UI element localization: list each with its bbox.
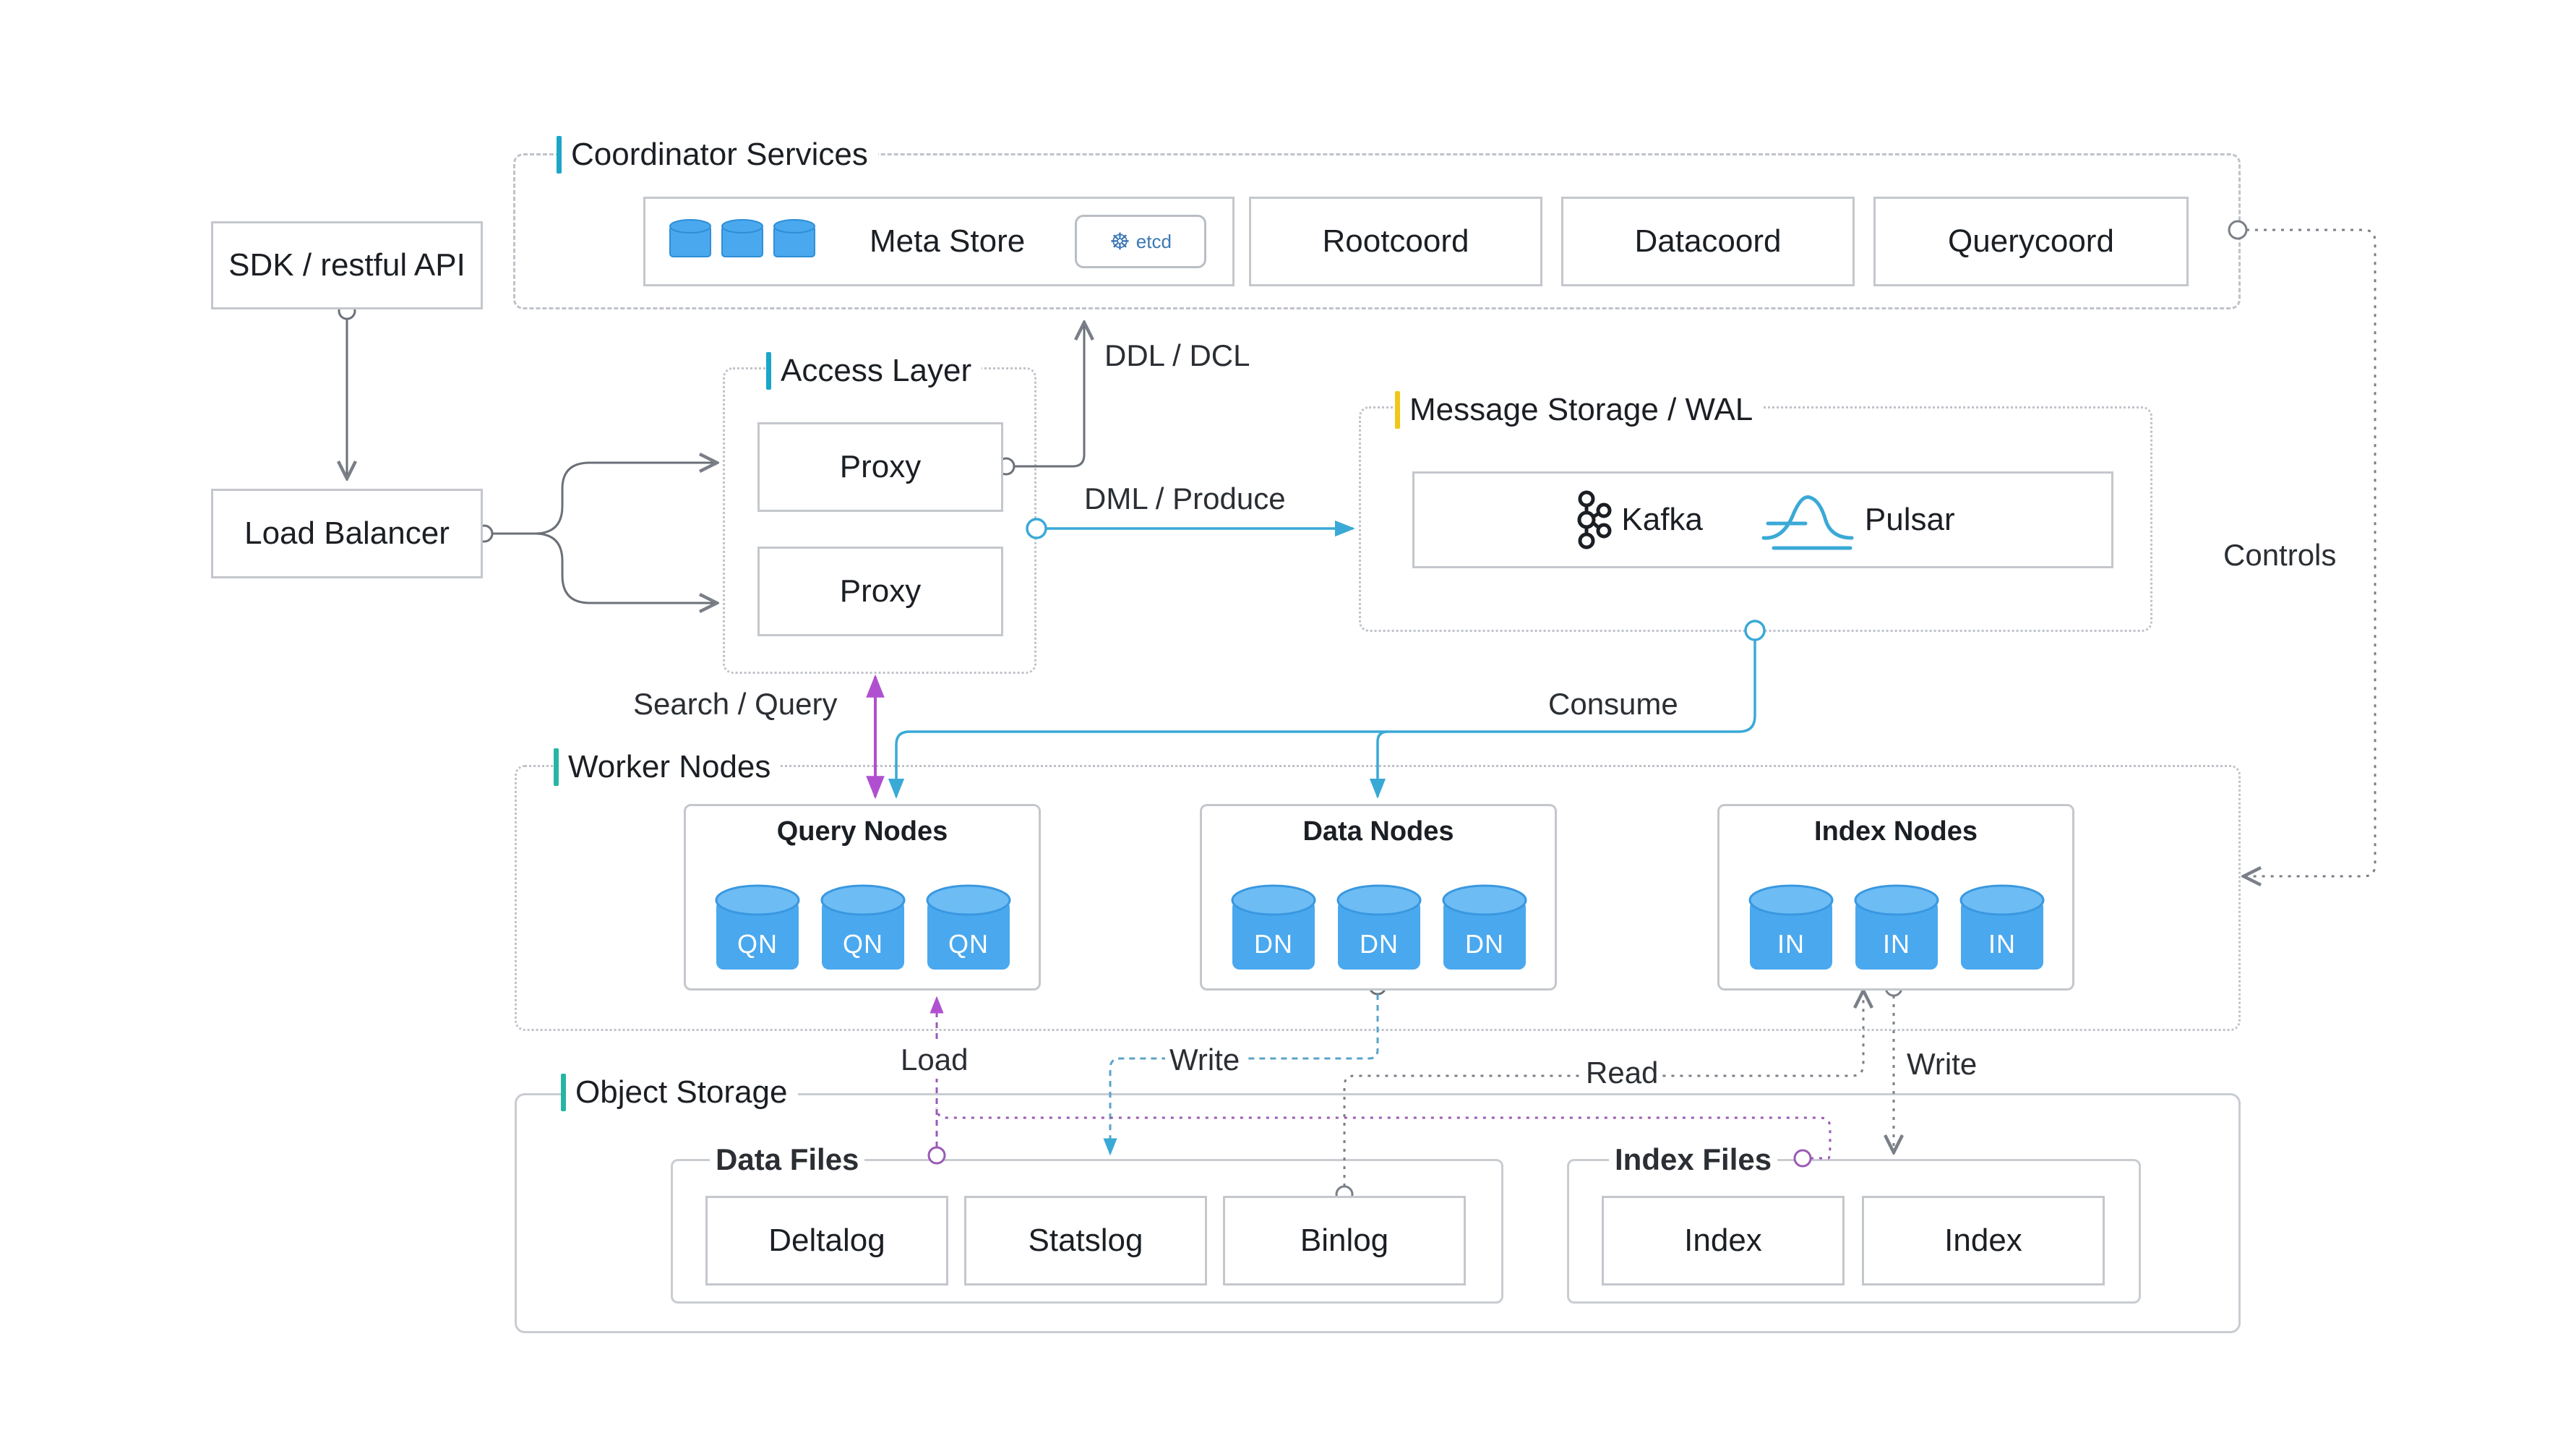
load-edge [927,996,946,1165]
data-node-cylinder: DN [1442,884,1527,970]
dml-produce-label: DML / Produce [1084,482,1286,515]
message-storage-title: Message Storage / WAL [1395,388,1764,432]
meta-store-box[interactable]: Meta Store ☸ etcd [643,197,1235,286]
read-label: Read [1581,1054,1663,1092]
index-files-title: Index Files [1609,1141,1778,1178]
rootcoord-box[interactable]: Rootcoord [1249,197,1542,286]
data-node-cylinder: DN [1231,884,1316,970]
consume-label: Consume [1548,687,1678,721]
index-file-box[interactable]: Index [1602,1196,1845,1285]
database-stack-icon [669,219,815,257]
proxy-box-1[interactable]: Proxy [757,422,1003,512]
data-write-label: Write [1165,1041,1245,1079]
data-write-edge [1103,977,1387,1156]
sdk-to-lb-edge [339,301,355,479]
lb-to-proxy-edges [475,463,717,603]
pulsar-label: Pulsar [1864,502,1955,537]
load-balancer-box[interactable]: Load Balancer [211,489,483,578]
ddl-dcl-label: DDL / DCL [1104,338,1250,372]
load-label: Load [898,1041,971,1079]
data-node-cylinder: DN [1336,884,1422,970]
kafka-label: Kafka [1621,502,1703,537]
sdk-restful-api-box[interactable]: SDK / restful API [211,221,483,309]
search-query-label: Search / Query [633,687,838,721]
etcd-label: etcd [1135,230,1172,252]
access-layer-title: Access Layer [766,349,982,393]
data-files-title: Data Files [710,1141,865,1178]
data-files-group [671,1159,1503,1304]
index-write-label: Write [1907,1047,1978,1081]
coordinator-services-title: Coordinator Services [557,133,878,176]
dml-produce-edge [1026,518,1355,539]
query-nodes-card[interactable]: Query Nodes QN QN QN [684,804,1041,991]
index-load-edge [935,1107,1832,1168]
data-nodes-card[interactable]: Data Nodes DN DN DN [1200,804,1557,991]
meta-store-label: Meta Store [870,223,1026,259]
etcd-badge: ☸ etcd [1075,215,1206,268]
deltalog-box[interactable]: Deltalog [705,1196,948,1285]
binlog-box[interactable]: Binlog [1223,1196,1466,1285]
controls-label: Controls [2223,538,2337,572]
read-edge [1335,991,1863,1204]
index-node-cylinder: IN [1748,884,1834,970]
ddl-dcl-edge [997,322,1084,476]
query-nodes-title: Query Nodes [776,816,948,847]
index-nodes-card[interactable]: Index Nodes IN IN IN [1717,804,2074,991]
etcd-logo-icon: ☸ [1109,228,1130,254]
worker-nodes-title: Worker Nodes [554,745,781,789]
pulsar-logo-icon [1761,495,1854,550]
consume-edge [888,620,1766,799]
object-storage-title: Object Storage [561,1071,798,1114]
index-nodes-title: Index Nodes [1814,816,1978,847]
data-nodes-title: Data Nodes [1302,816,1454,847]
index-node-cylinder: IN [1959,884,2045,970]
index-write-edge [1886,978,1902,1152]
object-storage-group [515,1093,2241,1333]
controls-edge [2228,220,2377,876]
proxy-box-2[interactable]: Proxy [757,547,1003,636]
index-files-group [1567,1159,2141,1304]
kafka-logo-icon [1577,490,1612,549]
datacoord-box[interactable]: Datacoord [1561,197,1855,286]
index-node-cylinder: IN [1854,884,1939,970]
index-file-box[interactable]: Index [1862,1196,2105,1285]
message-broker-box[interactable]: Kafka Pulsar [1412,471,2113,568]
statslog-box[interactable]: Statslog [964,1196,1207,1285]
querycoord-box[interactable]: Querycoord [1873,197,2189,286]
query-node-cylinder: QN [926,884,1011,970]
query-node-cylinder: QN [820,884,906,970]
query-node-cylinder: QN [715,884,800,970]
